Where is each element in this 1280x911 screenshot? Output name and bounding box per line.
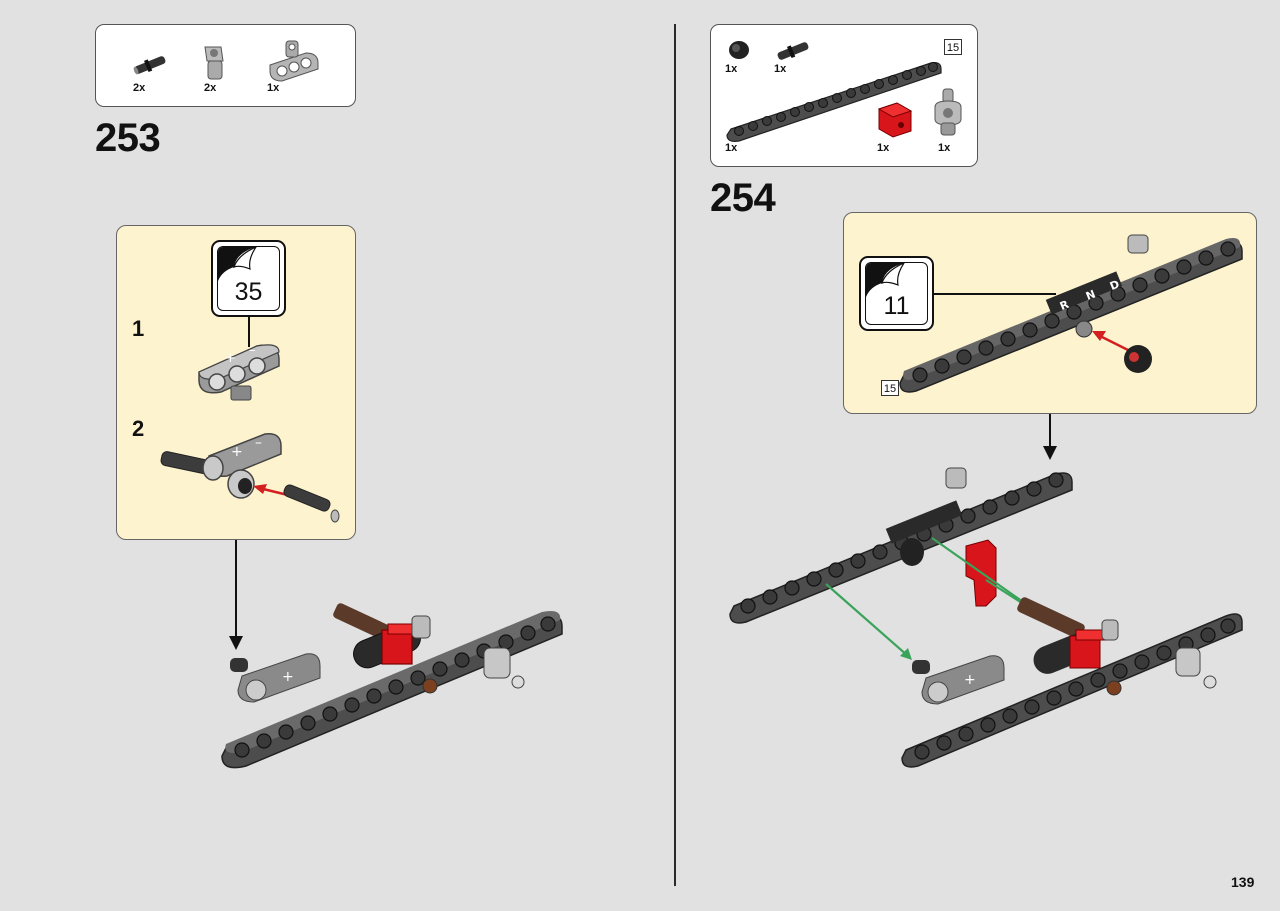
part-qty: 1x [725,142,738,154]
gear-label: N [1084,287,1097,303]
page-number: 139 [1231,874,1255,890]
page-divider [674,24,676,886]
svg-text:–: – [255,435,262,451]
step-number: 254 [710,176,776,220]
subassembly-254: 11 15 R N D [843,212,1257,414]
page-curl-icon [866,263,905,297]
assembly-253: + [221,603,563,769]
part-qty: 1x [267,82,280,94]
beam-15-icon [726,62,942,142]
angle-connector-icon [934,88,962,136]
gear-label: D [1108,278,1121,293]
parts-list-254: 1x 1x 15 1x 1x 1x [710,24,978,167]
part-qty: 1x [774,63,787,75]
arrow-head-icon [1043,446,1057,460]
subassembly-253: 35 1 + – 2 + – [116,225,356,540]
svg-text:–: – [249,343,256,358]
friction-pin-icon [777,42,809,60]
parts-list-253: 2x 2x 1x [95,24,356,107]
svg-text:+: + [231,444,243,460]
beam-length-label: 15 [944,39,962,55]
svg-text:+: + [282,669,294,685]
angle-connector-icon [204,46,224,80]
part-qty: 1x [725,63,738,75]
bush-icon [729,41,749,59]
beam-connector-icon: + – [198,343,280,401]
callout-count: 35 [234,278,263,306]
flow-arrow [235,540,237,640]
page-curl-icon [218,247,257,281]
substep-number: 1 [132,316,145,341]
beam-assembly-icon: R N D [899,234,1243,393]
callout-leader [248,317,250,347]
part-qty: 2x [133,82,146,94]
connector-with-pins-icon: + – [160,433,340,523]
quantity-callout: 35 [211,240,286,317]
callout-leader [934,293,1056,295]
friction-pin-icon [133,56,166,75]
substep-number: 2 [132,416,145,441]
callout-count: 11 [883,292,910,320]
quantity-callout: 11 [859,256,934,331]
arrow-head-icon [229,636,243,650]
red-connector-icon [877,102,913,138]
step-number: 253 [95,116,161,160]
assembly-254: + [729,467,1243,768]
svg-text:+: + [964,672,976,688]
svg-text:+: + [225,351,236,366]
flow-arrow [1049,414,1051,450]
beam-connector-icon [269,40,319,82]
part-qty: 1x [938,142,951,154]
part-qty: 1x [877,142,890,154]
part-qty: 2x [204,82,217,94]
beam-length-label: 15 [881,380,899,396]
